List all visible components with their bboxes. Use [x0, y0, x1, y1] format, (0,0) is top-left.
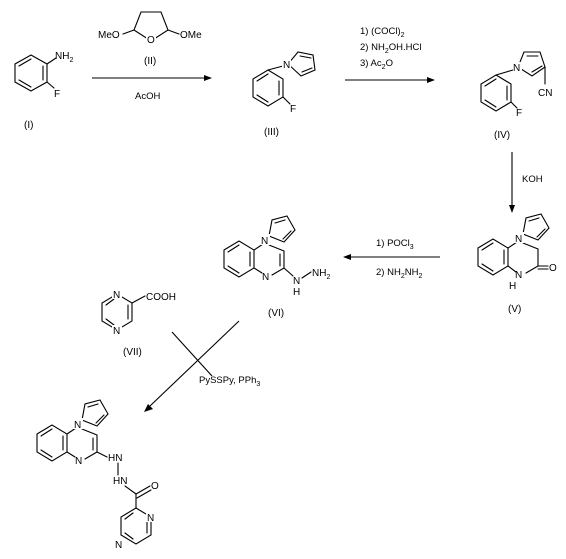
- compound-VI: N N N H NH2 (VI): [223, 215, 330, 319]
- pyrazine-nitrogen-1: N: [147, 513, 154, 524]
- pyrazine-nitrogen-2: N: [115, 540, 122, 551]
- reaction-arrow-1: AcOH: [92, 75, 212, 102]
- hydrazine-hydrogen: H: [293, 287, 300, 298]
- pyrrole-ring: [268, 215, 296, 243]
- compound-label: (VII): [123, 347, 142, 358]
- ring-nitrogen: N: [262, 272, 269, 283]
- compound-label: (IV): [494, 130, 510, 141]
- ring-oxygen: O: [147, 35, 155, 46]
- compound-label: (V): [508, 304, 521, 315]
- nitrile-group: CN: [538, 88, 552, 99]
- fluorine-atom: F: [54, 89, 60, 100]
- condition-oxalyl-chloride: 1) (COCl)2: [360, 26, 405, 39]
- condition-acetic-anhydride: 3) Ac2O: [360, 58, 393, 71]
- ring-nitrogen: N: [75, 456, 82, 467]
- condition-hydroxylamine: 2) NH2OH.HCl: [360, 42, 421, 55]
- benzene-ring: [252, 69, 284, 107]
- amino-group: NH2: [312, 268, 330, 281]
- compound-label: (II): [144, 56, 156, 67]
- pyrrole-ring: [517, 51, 546, 77]
- pyrrole-ring: [522, 213, 550, 241]
- fluorine-atom: F: [516, 108, 522, 119]
- carbonyl-oxygen: O: [549, 263, 557, 274]
- bridgehead-nitrogen: N: [261, 236, 268, 247]
- compound-label: (I): [24, 120, 33, 131]
- pyrazine-nitrogen-1: N: [113, 290, 120, 301]
- compound-III: N F (III): [252, 51, 316, 138]
- pyrrole-ring: [287, 51, 316, 77]
- thf-ring: [133, 11, 169, 42]
- pyrrole-nitrogen: N: [513, 63, 520, 74]
- pyrazine-nitrogen-2: N: [113, 326, 120, 337]
- fluorine-atom: F: [290, 104, 296, 115]
- condition-hydrazine: 2) NH2NH2: [376, 267, 422, 280]
- reaction-arrow-3: KOH: [509, 152, 543, 213]
- compound-IV: N CN F (IV): [480, 51, 552, 141]
- condition-koh: KOH: [522, 174, 543, 185]
- condition-pocl3: 1) POCl3: [376, 238, 414, 251]
- methoxy-left: MeO: [98, 30, 120, 41]
- hydrazine-nitrogen: N: [293, 276, 300, 287]
- compound-I: NH2 F (I): [14, 51, 73, 131]
- carbonyl-oxygen: O: [151, 481, 159, 492]
- condition-coupling: PySSPy, PPh3: [199, 375, 260, 388]
- bridgehead-nitrogen: N: [515, 234, 522, 245]
- compound-label: (VI): [268, 308, 284, 319]
- benzene-ring: [480, 74, 512, 112]
- bridgehead-nitrogen: N: [74, 420, 81, 431]
- reaction-arrow-5: PySSPy, PPh3: [144, 320, 260, 412]
- amide-hydrogen: H: [509, 281, 516, 292]
- compound-product: N N HN HN O N N: [36, 399, 159, 551]
- condition-acoh: AcOH: [135, 91, 160, 102]
- pyrrole-nitrogen: N: [283, 60, 290, 71]
- compound-V: N N H O (V): [477, 213, 557, 315]
- compound-VII: N N COOH (VII): [101, 289, 176, 358]
- reaction-arrow-2: 1) (COCl)2 2) NH2OH.HCl 3) Ac2O: [345, 26, 435, 83]
- methoxy-right: OMe: [180, 30, 202, 41]
- hydrazide-nh-1: HN: [108, 453, 122, 464]
- amide-nitrogen: N: [515, 270, 522, 281]
- benzene-ring: [14, 54, 48, 92]
- carboxylic-acid: COOH: [146, 292, 176, 303]
- hydrazide-nitrogen-2: HN: [113, 476, 127, 487]
- compound-label: (III): [264, 127, 279, 138]
- compound-II: O MeO OMe (II): [98, 11, 202, 67]
- amino-group: NH2: [55, 51, 73, 64]
- pyrrole-ring: [81, 399, 109, 427]
- reaction-arrow-4: 1) POCl3 2) NH2NH2: [343, 238, 440, 280]
